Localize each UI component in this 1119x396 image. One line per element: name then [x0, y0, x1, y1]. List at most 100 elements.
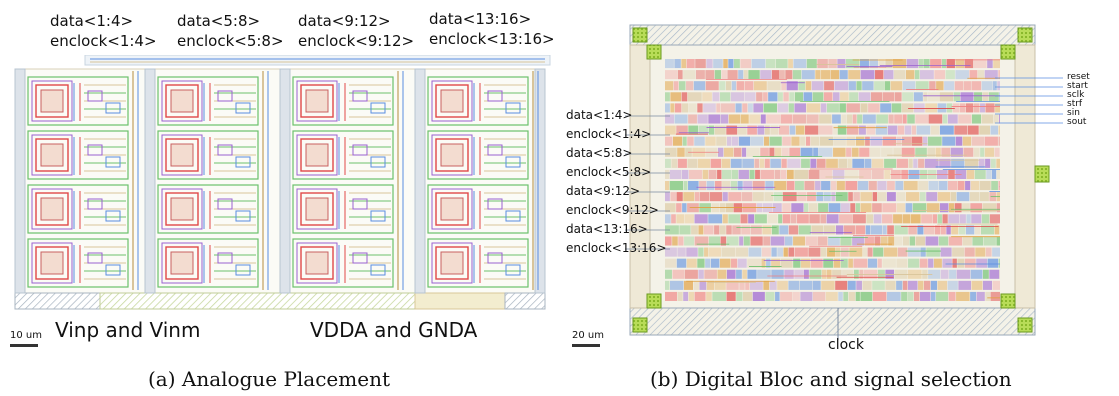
std-cell: [870, 136, 883, 146]
std-cell: [742, 147, 747, 157]
std-cell: [896, 158, 909, 168]
layout-shape: [300, 192, 334, 226]
std-cell: [721, 247, 736, 257]
std-cell: [710, 158, 722, 168]
std-cell: [823, 258, 834, 268]
std-cell: [926, 192, 938, 202]
std-cell: [730, 181, 738, 191]
right-signal-label: strf: [1067, 99, 1083, 109]
std-cell: [990, 158, 996, 168]
std-cell: [754, 214, 767, 224]
layout-shape: [170, 143, 194, 167]
std-cell: [706, 291, 712, 301]
std-cell: [946, 59, 955, 69]
std-cell: [806, 59, 817, 69]
layout-shape: [157, 184, 259, 234]
std-cell: [788, 103, 794, 113]
std-cell: [726, 125, 738, 135]
std-cell: [901, 291, 908, 301]
std-cell: [730, 92, 745, 102]
std-cell: [981, 214, 990, 224]
std-cell: [812, 280, 821, 290]
std-cell: [670, 192, 676, 202]
layout-shape: [352, 252, 368, 264]
std-cell: [979, 192, 989, 202]
std-cell: [848, 81, 856, 91]
std-cell: [763, 92, 768, 102]
std-cell: [665, 203, 676, 213]
std-cell: [826, 103, 839, 113]
std-cell: [788, 225, 799, 235]
std-cell: [928, 258, 934, 268]
std-cell: [855, 203, 860, 213]
std-cell: [948, 203, 955, 213]
std-cell: [894, 225, 908, 235]
std-cell: [789, 147, 801, 157]
layout-shape: [296, 134, 338, 176]
std-cell: [771, 70, 780, 80]
std-cell: [885, 280, 896, 290]
std-cell: [760, 70, 772, 80]
layout-shape: [161, 80, 203, 122]
scale-bar-b: [572, 344, 600, 347]
std-cell: [862, 114, 876, 124]
layout-shape: [305, 197, 329, 221]
std-cell: [885, 59, 893, 69]
std-cell: [971, 280, 983, 290]
std-cell: [918, 280, 924, 290]
scale-bar-a: [10, 344, 38, 347]
layout-shape: [35, 138, 69, 172]
std-cell: [780, 114, 793, 124]
std-cell: [809, 269, 822, 279]
std-cell: [794, 169, 809, 179]
std-cell: [887, 181, 895, 191]
std-cell: [753, 81, 767, 91]
std-cell: [807, 192, 816, 202]
std-cell: [977, 70, 985, 80]
std-cell: [882, 258, 896, 268]
std-cell: [784, 269, 794, 279]
std-cell: [677, 147, 685, 157]
std-cell: [741, 225, 751, 235]
std-cell: [964, 158, 979, 168]
std-cell: [846, 147, 852, 157]
std-cell: [928, 92, 940, 102]
std-cell: [966, 169, 975, 179]
std-cell: [786, 81, 798, 91]
std-cell: [672, 236, 678, 246]
std-cell: [937, 103, 947, 113]
layout-shape: [296, 188, 338, 230]
std-cell: [786, 181, 795, 191]
std-cell: [870, 225, 883, 235]
std-cell: [846, 125, 859, 135]
std-cell: [689, 169, 703, 179]
std-cell: [952, 258, 957, 268]
std-cell: [941, 59, 947, 69]
layout-shape: [87, 144, 103, 156]
std-cell: [989, 269, 1000, 279]
std-cell: [987, 258, 999, 268]
layout-shape: [40, 251, 64, 275]
std-cell: [750, 136, 764, 146]
std-cell: [766, 114, 781, 124]
std-cell: [873, 247, 884, 257]
std-cell: [804, 203, 809, 213]
group2-data-label: data<5:8>: [177, 12, 261, 30]
std-cell: [826, 158, 838, 168]
std-cell: [699, 192, 710, 202]
std-cell: [818, 203, 829, 213]
std-cell: [726, 136, 732, 146]
vdda-gnda-label: VDDA and GNDA: [310, 318, 478, 342]
std-cell: [902, 214, 911, 224]
std-cell: [665, 136, 673, 146]
std-cell: [781, 158, 787, 168]
std-cell: [895, 181, 904, 191]
std-cell: [704, 269, 717, 279]
layout-shape: [105, 210, 121, 222]
std-cell: [705, 70, 715, 80]
std-cell: [846, 136, 856, 146]
layout-shape: [370, 210, 386, 222]
std-cell: [923, 59, 930, 69]
std-cell: [736, 291, 743, 301]
layout-shape: [435, 84, 469, 118]
